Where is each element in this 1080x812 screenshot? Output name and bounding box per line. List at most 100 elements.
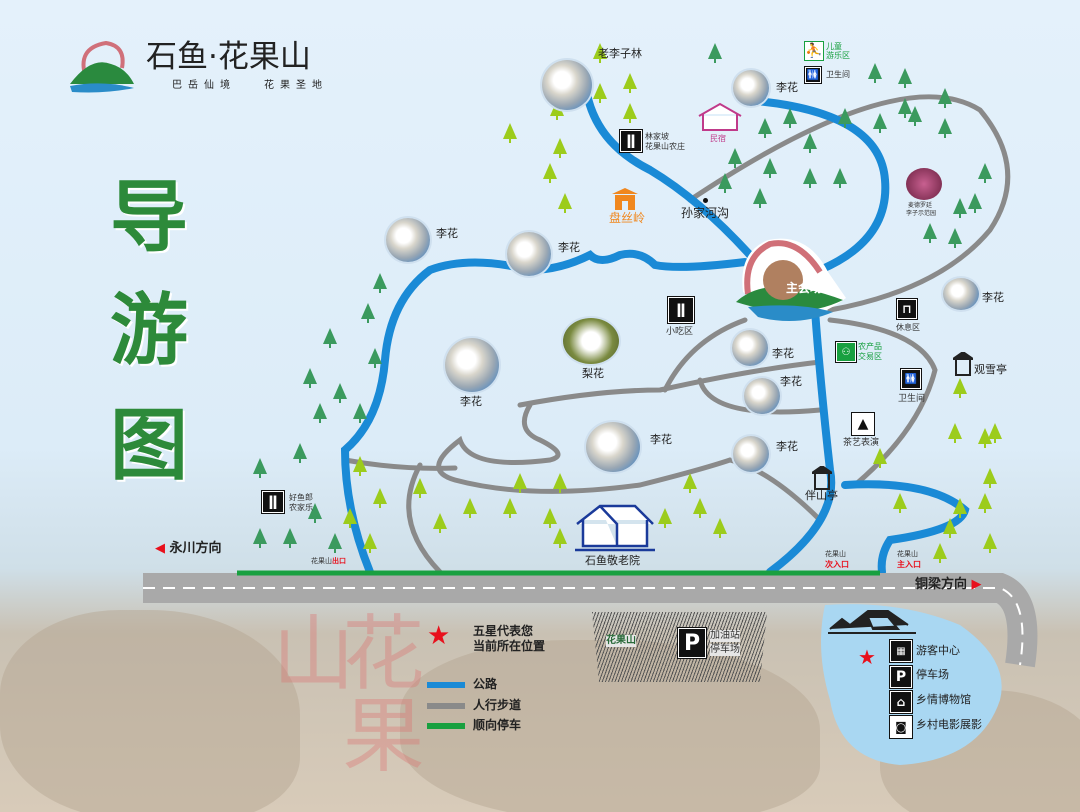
- main-entrance[interactable]: 主入口: [897, 560, 921, 569]
- restaurant-icon: ǁ: [619, 129, 643, 153]
- visitor-item-label[interactable]: 游客中心: [916, 644, 960, 657]
- map-title-char: 游: [110, 285, 189, 376]
- snack-icon: ǁ: [667, 296, 695, 324]
- gate-label: 出口: [332, 557, 346, 565]
- visitor-item-label[interactable]: 停车场: [916, 668, 949, 681]
- tree-icon: [303, 368, 317, 388]
- place-label[interactable]: 李子示范园: [906, 210, 937, 217]
- exit-gate[interactable]: 花果山出口: [311, 557, 346, 565]
- tree-icon: [593, 83, 607, 103]
- tree-icon: [373, 488, 387, 508]
- camera-icon: ◙: [889, 715, 913, 739]
- tree-icon: [908, 106, 922, 126]
- place-label[interactable]: 李花: [460, 395, 482, 408]
- tree-icon: [503, 498, 517, 518]
- tree-icon: [933, 543, 947, 563]
- parking-label: 加油站: [710, 630, 740, 642]
- arrow-left-icon: ◀: [155, 541, 165, 556]
- location-dot-icon: [703, 198, 708, 203]
- place-label[interactable]: 李花: [436, 227, 458, 240]
- tree-icon: [753, 188, 767, 208]
- tree-icon: [553, 528, 567, 548]
- homestay-icon: [698, 102, 742, 131]
- plum-flower-photo: [386, 218, 430, 262]
- direction-right[interactable]: 铜梁方向 ▶: [915, 577, 982, 593]
- place-label[interactable]: 李花: [982, 291, 1004, 304]
- walking-path: [436, 402, 823, 523]
- road: [841, 480, 970, 576]
- place-label[interactable]: 梨花: [582, 367, 604, 380]
- secondary-entrance[interactable]: 次入口: [825, 560, 849, 569]
- tree-icon: [353, 403, 367, 423]
- plum-flower-photo: [733, 436, 769, 472]
- place-label[interactable]: 民宿: [710, 134, 726, 143]
- place-label[interactable]: 花果山农庄: [645, 142, 685, 151]
- restroom-icon: 🚻: [804, 66, 822, 84]
- gas-station-parking[interactable]: 花果山 P 加油站 停车场: [592, 612, 767, 682]
- place-label[interactable]: 主会场: [786, 281, 823, 295]
- plum-flower-photo: [733, 70, 769, 106]
- place-label[interactable]: 茶艺表演: [843, 438, 880, 448]
- legend-label: 人行步道: [473, 698, 522, 712]
- tree-icon: [333, 383, 347, 403]
- place-label[interactable]: 小吃区: [666, 327, 694, 337]
- plum-fruit-photo: [906, 168, 942, 200]
- pear-flower-photo: [563, 318, 619, 364]
- tree-icon: [550, 100, 564, 120]
- direction-left[interactable]: ◀ 永川方向: [155, 541, 222, 557]
- place-label[interactable]: 卫生间: [826, 70, 850, 79]
- watermark-text: 花果山: [258, 610, 423, 774]
- place-label[interactable]: 李花: [650, 433, 672, 446]
- walking-path: [517, 359, 823, 408]
- parking-icon: P: [677, 627, 707, 659]
- place-label[interactable]: 李花: [780, 375, 802, 388]
- legend-label: 公路: [473, 677, 498, 691]
- place-label[interactable]: 交易区: [858, 352, 882, 361]
- logo-title: 石鱼·花果山: [146, 39, 311, 75]
- place-label[interactable]: 盘丝岭: [609, 211, 646, 225]
- tree-icon: [323, 328, 337, 348]
- logo: [66, 38, 138, 96]
- main-venue-icon: [736, 238, 846, 321]
- tree-icon: [893, 493, 907, 513]
- tree-icon: [623, 103, 637, 123]
- tree-icon: [593, 43, 607, 63]
- tree-icon: [983, 533, 997, 553]
- place-label[interactable]: 休息区: [896, 323, 920, 332]
- place-label[interactable]: 农家乐: [289, 503, 313, 512]
- tree-icon: [978, 493, 992, 513]
- visitor-item-label[interactable]: 乡情博物馆: [916, 693, 971, 706]
- place-label[interactable]: 李花: [776, 440, 798, 453]
- tree-icon: [513, 473, 527, 493]
- place-label[interactable]: 卫生间: [898, 394, 926, 404]
- visitor-item-label[interactable]: 乡村电影展影: [916, 718, 982, 731]
- tree-icon: [783, 108, 797, 128]
- place-label[interactable]: 伴山亭: [805, 489, 838, 502]
- place-label[interactable]: 麦德罗廷: [908, 202, 933, 209]
- place-label[interactable]: 石鱼敬老院: [585, 554, 640, 567]
- place-label[interactable]: 李花: [776, 81, 798, 94]
- tree-icon: [553, 473, 567, 493]
- place-label[interactable]: 游乐区: [826, 51, 850, 60]
- tree-icon: [873, 448, 887, 468]
- parking-icon: P: [889, 665, 913, 689]
- place-label[interactable]: 儿童: [826, 42, 842, 51]
- place-label[interactable]: 林家坡: [645, 132, 669, 141]
- tree-icon: [623, 73, 637, 93]
- visitor-center-building-icon: [828, 610, 916, 634]
- place-label[interactable]: 孙家河沟: [681, 206, 730, 220]
- place-label[interactable]: 老李子林: [598, 47, 642, 60]
- place-label[interactable]: 农产品: [858, 342, 882, 351]
- tree-icon: [368, 348, 382, 368]
- plum-flower-photo: [586, 422, 640, 472]
- place-label[interactable]: 好鱼郎: [289, 493, 313, 502]
- place-label[interactable]: 李花: [772, 347, 794, 360]
- farm-market-icon: ⚇: [835, 341, 857, 363]
- tree-icon: [361, 303, 375, 323]
- walking-path: [662, 317, 748, 393]
- place-label[interactable]: 观雪亭: [974, 363, 1007, 376]
- place-label[interactable]: 李花: [558, 241, 580, 254]
- tree-icon: [953, 498, 967, 518]
